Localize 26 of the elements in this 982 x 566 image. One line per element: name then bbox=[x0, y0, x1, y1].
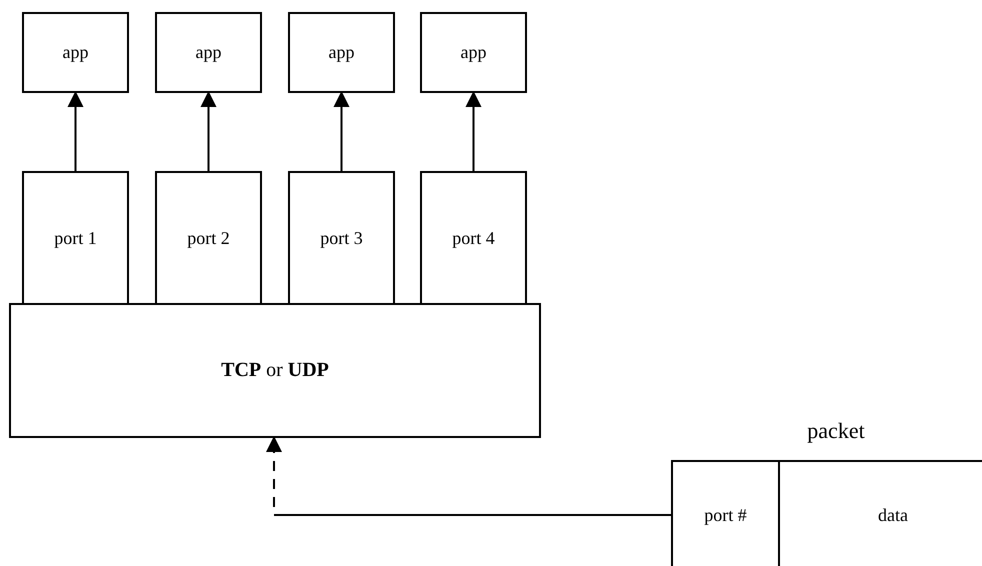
node-label: port 1 bbox=[54, 228, 97, 248]
process-box bbox=[22, 12, 129, 93]
heading: packet bbox=[806, 418, 866, 444]
process-box bbox=[155, 171, 262, 305]
process-box bbox=[288, 12, 395, 93]
node-label: app bbox=[460, 42, 486, 63]
node-label: port 2 bbox=[187, 228, 230, 248]
process-box bbox=[22, 171, 129, 305]
process-box bbox=[288, 171, 395, 305]
arrow bbox=[200, 91, 216, 171]
node-label: port 4 bbox=[452, 228, 495, 248]
arrow bbox=[334, 91, 350, 171]
protocol-box bbox=[9, 303, 541, 438]
node-label: port 3 bbox=[320, 228, 363, 248]
node-label: app bbox=[62, 42, 88, 63]
process-box bbox=[155, 12, 262, 93]
node-label: data bbox=[878, 504, 908, 526]
node-label: TCP or UDP bbox=[221, 359, 329, 382]
node-label: port # bbox=[704, 504, 747, 526]
process-box bbox=[420, 171, 527, 305]
node-label: app bbox=[196, 42, 222, 63]
node-label: app bbox=[328, 42, 354, 63]
process-box bbox=[420, 12, 527, 93]
arrow bbox=[266, 436, 671, 516]
arrow bbox=[466, 91, 482, 171]
arrow bbox=[68, 91, 84, 171]
